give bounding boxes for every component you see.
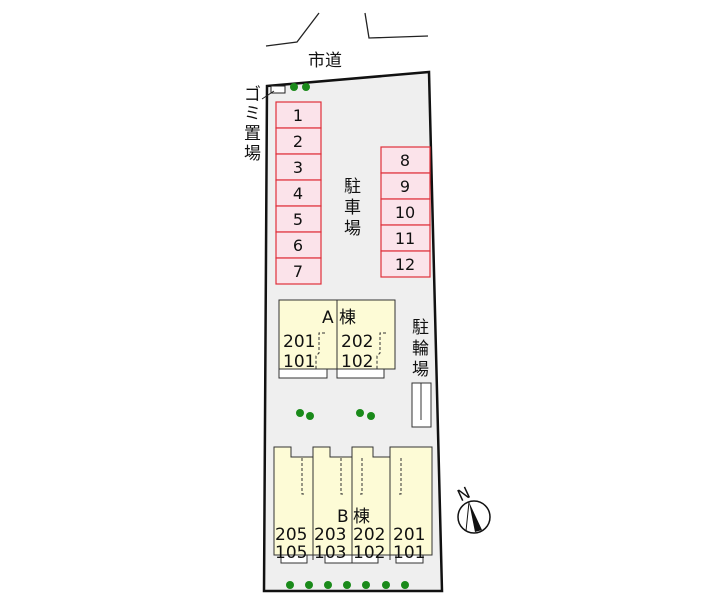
road-edge-right [364,12,429,39]
parking-space-number: 4 [293,184,303,203]
road-label: 市道 [308,51,342,71]
svg-text:ゴ: ゴ [244,84,261,105]
parking-space-number: 6 [293,236,303,255]
svg-text:駐: 駐 [344,177,361,197]
svg-text:203: 203 [314,525,346,545]
parking-space-number: 2 [293,132,303,151]
parking-space-number: 5 [293,210,303,229]
parking-space-number: 9 [400,177,410,196]
tree-icon [382,581,390,589]
svg-text:棟: 棟 [353,507,370,527]
parking-right: 8 9 10 11 12 [380,146,431,278]
tree-icon [296,409,304,417]
svg-text:B: B [337,507,349,527]
parking-label: 駐 車 場 [344,177,361,239]
road-edge-left [265,12,320,47]
svg-text:場: 場 [244,144,261,164]
parking-space [380,250,431,278]
svg-text:棟: 棟 [339,308,356,328]
trees [286,83,409,589]
svg-text:205: 205 [275,525,307,545]
tree-icon [324,581,332,589]
tree-icon [343,581,351,589]
parking-space [275,127,322,155]
parking-left: 1 2 3 4 5 6 7 [275,101,322,285]
svg-text:201: 201 [393,525,425,545]
tree-icon [356,409,364,417]
north-compass-icon: N [454,483,491,534]
parking-space-number: 8 [400,151,410,170]
parking-space [380,172,431,200]
tree-icon [306,412,314,420]
svg-text:ミ: ミ [244,104,261,124]
svg-text:A: A [322,308,334,328]
parking-space-number: 12 [395,255,415,274]
parking-space [275,257,322,285]
svg-text:置: 置 [244,124,261,144]
tree-icon [286,581,294,589]
garbage-area [270,85,286,94]
tree-icon [290,83,298,91]
tree-icon [401,581,409,589]
svg-text:103: 103 [314,543,346,563]
bicycle-parking-label: 駐 輪 場 [412,318,429,380]
svg-text:202: 202 [353,525,385,545]
parking-space-number: 11 [395,229,415,248]
tree-icon [362,581,370,589]
svg-text:105: 105 [275,543,307,563]
parking-space [275,153,322,181]
svg-text:102: 102 [341,352,373,372]
svg-text:201: 201 [283,332,315,352]
tree-icon [367,412,375,420]
svg-text:202: 202 [341,332,373,352]
parking-space [275,179,322,207]
garbage-label: ゴ ミ 置 場 [244,84,261,164]
svg-text:102: 102 [353,543,385,563]
parking-space [275,205,322,233]
parking-space-number: 7 [293,262,303,281]
svg-text:駐: 駐 [412,318,429,338]
building-b: B 棟 205 105 203 103 202 102 201 101 [273,446,433,564]
svg-text:場: 場 [344,219,361,239]
tree-icon [302,83,310,91]
parking-space [275,231,322,259]
svg-text:場: 場 [412,360,429,380]
svg-text:101: 101 [393,543,425,563]
svg-text:輪: 輪 [412,339,429,359]
parking-space [275,101,322,129]
svg-text:101: 101 [283,352,315,372]
garbage-leader [261,90,275,100]
parking-space [380,146,431,174]
parking-space-number: 3 [293,158,303,177]
parking-space-number: 10 [395,203,415,222]
tree-icon [305,581,313,589]
parking-space-number: 1 [293,106,303,125]
svg-text:車: 車 [344,198,361,218]
building-a: A 棟 201 101 202 102 [278,299,396,379]
